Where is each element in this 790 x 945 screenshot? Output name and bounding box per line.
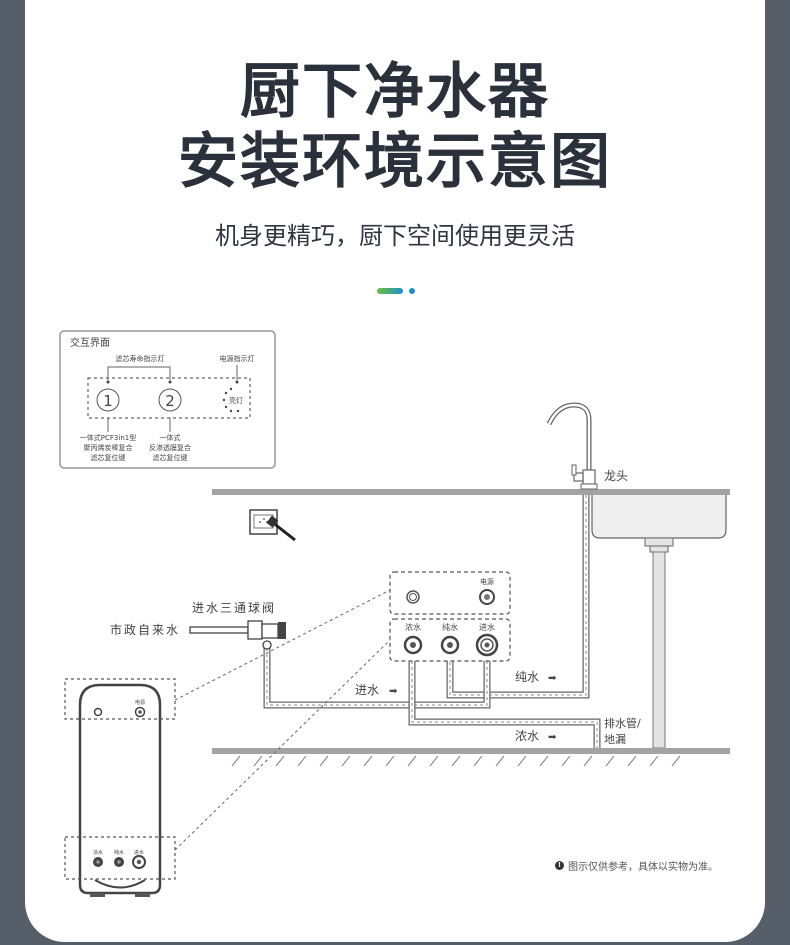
sink: [591, 495, 727, 749]
disclaimer-note: ! 图示仅供参考，具体以实物为准。: [555, 858, 718, 873]
faucet-label: 龙头: [604, 469, 628, 483]
reset-button-1: 1: [96, 388, 120, 412]
button2-desc-3: 滤芯复位键: [153, 453, 188, 462]
water-pipes: [263, 495, 601, 748]
port-waste-label: 浓水: [405, 622, 421, 632]
waste-arrow-icon: ➡: [548, 732, 557, 743]
button2-desc-1: 一体式: [160, 433, 181, 442]
three-way-valve-icon: [189, 620, 286, 650]
interaction-panel: 交互界面 滤芯寿命指示灯 电源指示灯 1 2 亮灯 一体式PCF3in1型 聚丙…: [59, 330, 276, 469]
page-title-line1: 厨下净水器: [240, 57, 550, 127]
svg-text:1: 1: [103, 392, 113, 410]
countertop: [212, 489, 730, 495]
button1-desc-3: 滤芯复位键: [91, 453, 126, 462]
power-indicator: 亮灯: [222, 387, 243, 413]
svg-text:2: 2: [165, 392, 175, 410]
inlet-arrow-icon: ➡: [389, 686, 398, 697]
port-module: 电源 浓水 纯水 进水: [389, 571, 511, 662]
button2-desc-2: 反渗透膜复合: [149, 443, 191, 452]
device-port-pure-label: 纯水: [114, 849, 124, 856]
device-power-label: 电源: [135, 699, 145, 706]
valve-label: 进水三通球阀: [192, 601, 276, 615]
power-light-label: 电源指示灯: [220, 354, 255, 363]
drain-label-line2: 地漏: [604, 733, 626, 746]
filter-life-light-label: 滤芯寿命指示灯: [116, 354, 165, 363]
port-pure-label: 纯水: [442, 622, 458, 632]
leader-lines: [174, 589, 391, 851]
city-water-label: 市政自来水: [110, 622, 180, 637]
info-icon: !: [555, 861, 564, 870]
reset-button-2: 2: [158, 388, 182, 412]
inlet-flow-label: 进水: [355, 683, 379, 697]
accent-dot: [409, 288, 415, 294]
waste-flow-label: 浓水: [515, 729, 539, 743]
floor: [212, 748, 730, 767]
purifier-device: 电源 浓水 纯水 进水: [64, 678, 176, 897]
page-subtitle: 机身更精巧，厨下空间使用更灵活: [215, 222, 575, 250]
accent-bar: [377, 288, 403, 294]
panel-title: 交互界面: [70, 336, 110, 349]
button1-desc-1: 一体式PCF3in1型: [80, 433, 136, 442]
port-power-label: 电源: [480, 577, 494, 586]
page-title-line2: 安装环境示意图: [178, 127, 612, 197]
power-outlet-icon: [249, 509, 296, 542]
svg-text:亮灯: 亮灯: [229, 396, 243, 405]
pure-arrow-icon: ➡: [548, 673, 557, 684]
pure-flow-label: 纯水: [515, 670, 539, 684]
faucet-icon: [546, 402, 598, 490]
device-port-inlet-label: 进水: [134, 849, 144, 856]
disclaimer-text: 图示仅供参考，具体以实物为准。: [568, 862, 718, 873]
port-inlet-label: 进水: [479, 622, 495, 632]
drain-label-line1: 排水管/: [604, 716, 641, 730]
device-port-waste-label: 浓水: [93, 849, 103, 856]
button1-desc-2: 聚丙烯炭棒复合: [84, 443, 133, 452]
